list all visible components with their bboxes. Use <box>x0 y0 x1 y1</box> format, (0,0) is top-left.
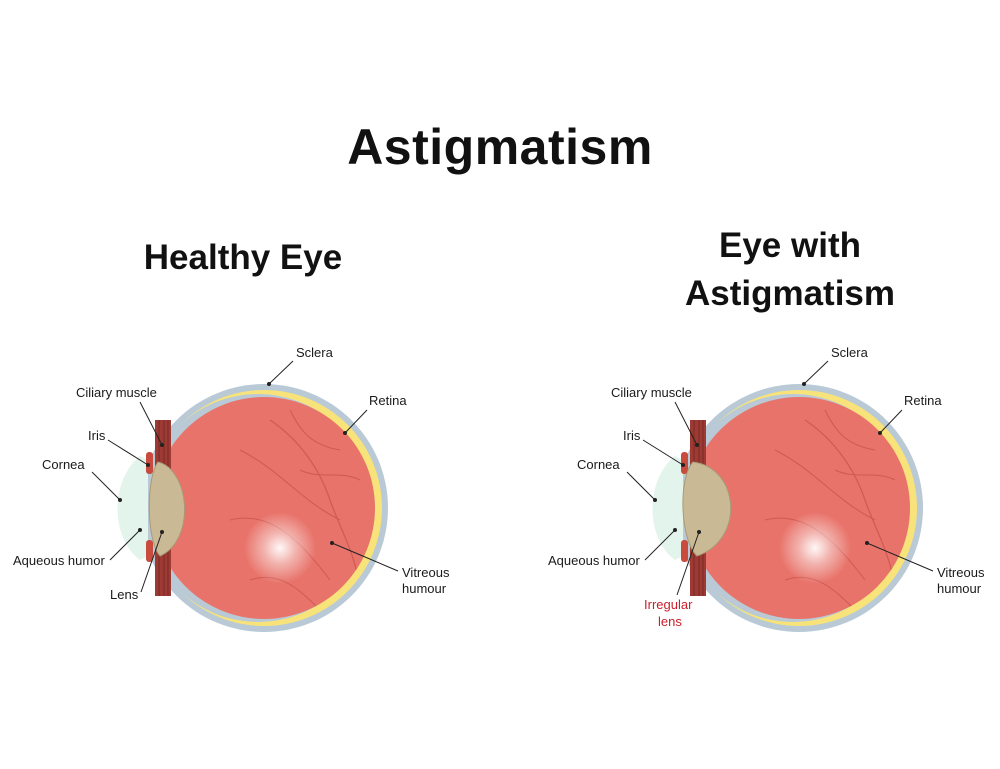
astigmatism-eye-title-line2: Astigmatism <box>684 274 896 313</box>
healthy-eye <box>117 384 388 632</box>
label-aqueous-humor: Aqueous humor <box>13 553 105 568</box>
label-sclera: Sclera <box>296 345 334 360</box>
blood-vessels <box>764 409 896 611</box>
label-vitreous-line1: Vitreous <box>402 565 450 580</box>
label-irregular-lens-line1: Irregular <box>644 597 693 612</box>
cornea-shape <box>652 456 683 560</box>
astigmatism-eye-labels: Sclera Retina Ciliary muscle Iris Cornea… <box>548 345 985 629</box>
label-irregular-lens-line2: lens <box>658 614 682 629</box>
light-focus-glow <box>779 512 851 584</box>
label-vitreous-line2: humour <box>937 581 982 596</box>
healthy-eye-title-text: Healthy Eye <box>143 238 343 277</box>
label-retina: Retina <box>904 393 942 408</box>
label-vitreous-line1: Vitreous <box>937 565 985 580</box>
iris-top <box>681 452 688 474</box>
iris-bottom <box>146 540 153 562</box>
astigmatism-eye <box>652 384 923 632</box>
label-vitreous-line2: humour <box>402 581 447 596</box>
label-ciliary-muscle: Ciliary muscle <box>611 385 692 400</box>
label-cornea: Cornea <box>577 457 620 472</box>
light-focus-glow <box>244 512 316 584</box>
healthy-eye-title: Healthy Eye <box>93 234 393 282</box>
label-lens: Lens <box>110 587 139 602</box>
label-iris: Iris <box>88 428 106 443</box>
label-sclera: Sclera <box>831 345 869 360</box>
healthy-eye-labels: Sclera Retina Ciliary muscle Iris Cornea… <box>13 345 450 602</box>
astigmatism-eye-title: Eye with Astigmatism <box>640 222 940 318</box>
cornea-shape <box>117 456 148 560</box>
label-iris: Iris <box>623 428 641 443</box>
label-aqueous-humor: Aqueous humor <box>548 553 640 568</box>
label-cornea: Cornea <box>42 457 85 472</box>
vitreous-body <box>153 397 375 619</box>
iris-bottom <box>681 540 688 562</box>
page-title: Astigmatism <box>347 119 653 175</box>
lens-shape <box>148 461 185 557</box>
irregular-lens-shape <box>682 461 732 557</box>
blood-vessels <box>229 409 361 611</box>
label-retina: Retina <box>369 393 407 408</box>
iris-top <box>146 452 153 474</box>
vitreous-body <box>688 397 910 619</box>
label-ciliary-muscle: Ciliary muscle <box>76 385 157 400</box>
astigmatism-eye-title-line1: Eye with <box>719 226 861 265</box>
